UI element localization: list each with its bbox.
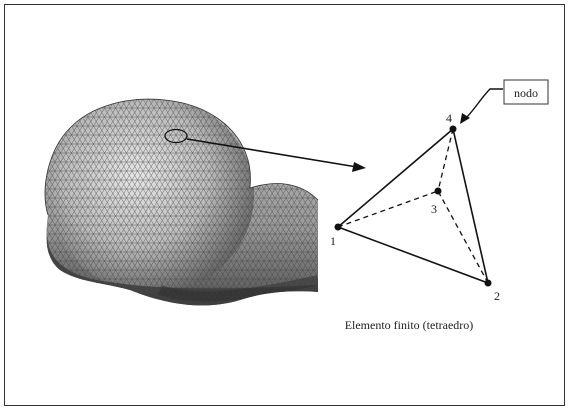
edge-1-2 bbox=[338, 227, 488, 283]
node-3-dot bbox=[435, 188, 442, 195]
edge-2-3 bbox=[438, 191, 488, 283]
nodo-callout-label: nodo bbox=[514, 86, 538, 100]
edge-4-2 bbox=[453, 129, 488, 283]
node-1-label: 1 bbox=[330, 234, 336, 248]
edge-1-3 bbox=[338, 191, 438, 227]
tetrahedron-element: 1 2 3 4 bbox=[330, 111, 500, 303]
femur-mesh-model bbox=[40, 95, 320, 315]
node-4-dot bbox=[450, 126, 457, 133]
node-4-label: 4 bbox=[446, 111, 452, 125]
figure-caption: Elemento finito (tetraedro) bbox=[345, 318, 474, 332]
node-3-label: 3 bbox=[431, 202, 437, 216]
nodo-callout: nodo bbox=[460, 80, 548, 124]
edge-4-3 bbox=[438, 129, 453, 191]
node-2-dot bbox=[485, 280, 492, 287]
node-1-dot bbox=[335, 224, 342, 231]
node-2-label: 2 bbox=[494, 289, 500, 303]
